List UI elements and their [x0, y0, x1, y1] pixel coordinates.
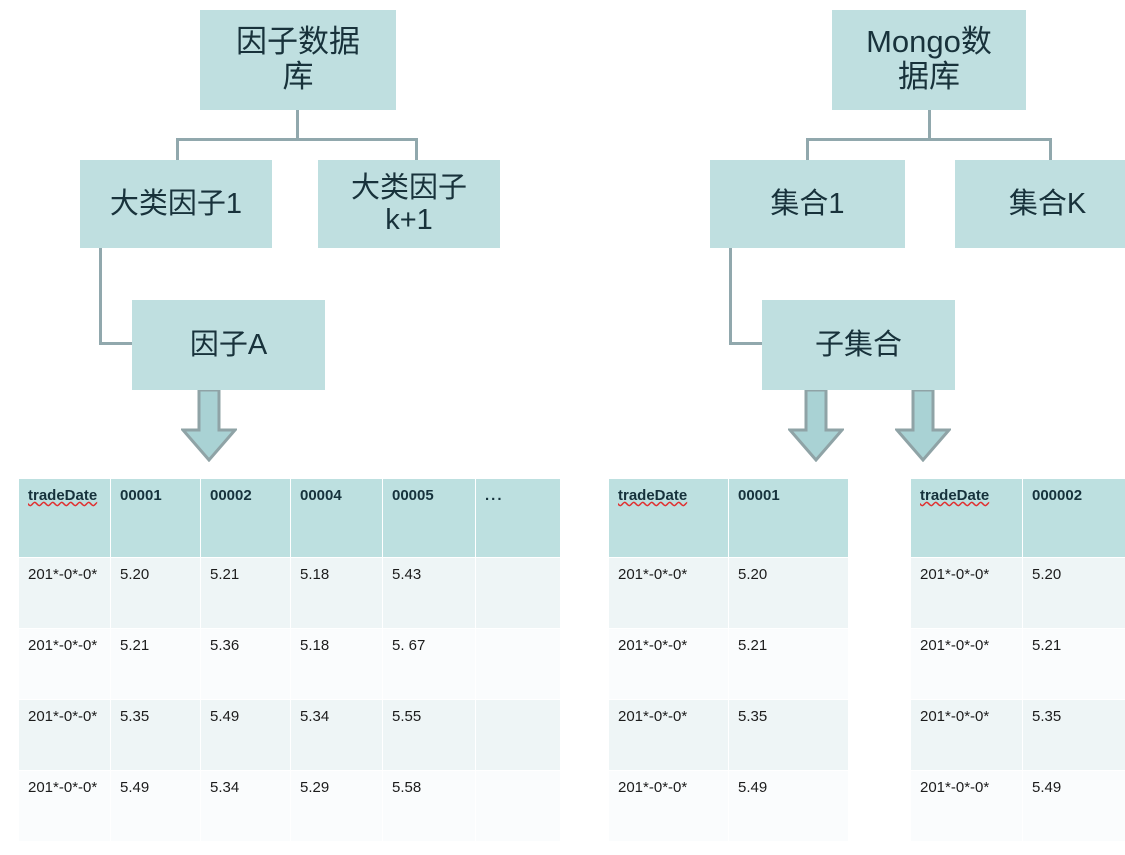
cell-value: 5.36 [200, 628, 291, 700]
cell-empty [475, 699, 561, 771]
cell-empty [475, 770, 561, 842]
cell-date: 201*-0*-0* [608, 628, 729, 700]
tradedate-label: tradeDate [28, 487, 98, 504]
cell-date: 201*-0*-0* [18, 628, 111, 700]
down-arrow-sub-collection-right [895, 390, 951, 462]
collection-1-box[interactable]: 集合1 [710, 160, 905, 248]
connector-right-leaf-horizontal [729, 342, 769, 345]
cell-date: 201*-0*-0* [910, 628, 1023, 700]
cell-value: 5.21 [110, 628, 201, 700]
connector-left-child2-drop [415, 138, 418, 162]
cell-date: 201*-0*-0* [18, 557, 111, 629]
connector-left-bus [176, 138, 418, 141]
cell-empty [475, 628, 561, 700]
column-header-tradedate: tradeDate [608, 478, 729, 558]
cell-date: 201*-0*-0* [910, 770, 1023, 842]
table-row: 201*-0*-0* 5.20 [608, 557, 849, 629]
cell-date: 201*-0*-0* [608, 770, 729, 842]
column-header-tradedate: tradeDate [18, 478, 111, 558]
cell-value: 5.49 [1022, 770, 1125, 842]
tradedate-label: tradeDate [618, 487, 688, 504]
connector-right-leaf-vertical [729, 248, 732, 345]
connector-left-leaf-vertical [99, 248, 102, 345]
mongo-database-box[interactable]: Mongo数 据库 [832, 10, 1026, 110]
table-row: 201*-0*-0* 5.21 [910, 628, 1125, 700]
table-row: 201*-0*-0* 5.35 [608, 699, 849, 771]
cell-value: 5.34 [290, 699, 383, 771]
column-header-more: ... [475, 478, 561, 558]
cell-value: 5.20 [110, 557, 201, 629]
collection-000002-table[interactable]: tradeDate 000002 201*-0*-0* 5.20 201*-0*… [910, 478, 1125, 842]
table-row: 201*-0*-0* 5.35 5.49 5.34 5.55 [18, 699, 561, 771]
connector-right-child2-drop [1049, 138, 1052, 162]
cell-value: 5.49 [200, 699, 291, 771]
table-row: 201*-0*-0* 5.49 5.34 5.29 5.58 [18, 770, 561, 842]
cell-value: 5.18 [290, 557, 383, 629]
cell-value: 5.35 [110, 699, 201, 771]
cell-date: 201*-0*-0* [18, 699, 111, 771]
cell-value: 5.29 [290, 770, 383, 842]
sub-collection-box[interactable]: 子集合 [762, 300, 955, 390]
cell-value: 5.55 [382, 699, 476, 771]
column-header-00004: 00004 [290, 478, 383, 558]
connector-left-child1-drop [176, 138, 179, 162]
table-row: 201*-0*-0* 5.21 5.36 5.18 5. 67 [18, 628, 561, 700]
table-row: 201*-0*-0* 5.20 [910, 557, 1125, 629]
cell-value: 5.34 [200, 770, 291, 842]
cell-value: 5.35 [1022, 699, 1125, 771]
table-header-row: tradeDate 00001 [608, 478, 849, 558]
cell-value: 5.21 [1022, 628, 1125, 700]
cell-value: 5.21 [728, 628, 849, 700]
factor-a-table[interactable]: tradeDate 00001 00002 00004 00005 ... 20… [18, 478, 561, 842]
table-row: 201*-0*-0* 5.49 [608, 770, 849, 842]
collection-00001-table[interactable]: tradeDate 00001 201*-0*-0* 5.20 201*-0*-… [608, 478, 849, 842]
column-header-00005: 00005 [382, 478, 476, 558]
cell-value: 5.20 [1022, 557, 1125, 629]
cell-date: 201*-0*-0* [608, 557, 729, 629]
tradedate-label: tradeDate [920, 487, 990, 504]
connector-right-root-stem [928, 110, 931, 140]
column-header-tradedate: tradeDate [910, 478, 1023, 558]
column-header-00002: 00002 [200, 478, 291, 558]
table-row: 201*-0*-0* 5.20 5.21 5.18 5.43 [18, 557, 561, 629]
cell-value: 5.21 [200, 557, 291, 629]
factor-database-box[interactable]: 因子数据 库 [200, 10, 396, 110]
category-factor-k1-box[interactable]: 大类因子 k+1 [318, 160, 500, 248]
table-header-row: tradeDate 00001 00002 00004 00005 ... [18, 478, 561, 558]
cell-empty [475, 557, 561, 629]
cell-value: 5. 67 [382, 628, 476, 700]
table-row: 201*-0*-0* 5.49 [910, 770, 1125, 842]
cell-value: 5.43 [382, 557, 476, 629]
down-arrow-factor-a [181, 390, 237, 462]
cell-value: 5.20 [728, 557, 849, 629]
cell-value: 5.18 [290, 628, 383, 700]
table-header-row: tradeDate 000002 [910, 478, 1125, 558]
table-row: 201*-0*-0* 5.35 [910, 699, 1125, 771]
connector-left-leaf-horizontal [99, 342, 139, 345]
column-header-00001: 00001 [728, 478, 849, 558]
factor-a-box[interactable]: 因子A [132, 300, 325, 390]
column-header-00001: 00001 [110, 478, 201, 558]
connector-left-root-stem [296, 110, 299, 140]
cell-date: 201*-0*-0* [910, 699, 1023, 771]
down-arrow-sub-collection-left [788, 390, 844, 462]
cell-value: 5.49 [110, 770, 201, 842]
connector-right-bus [806, 138, 1052, 141]
cell-date: 201*-0*-0* [18, 770, 111, 842]
cell-value: 5.58 [382, 770, 476, 842]
table-row: 201*-0*-0* 5.21 [608, 628, 849, 700]
cell-value: 5.35 [728, 699, 849, 771]
category-factor-1-box[interactable]: 大类因子1 [80, 160, 272, 248]
connector-right-child1-drop [806, 138, 809, 162]
cell-date: 201*-0*-0* [910, 557, 1023, 629]
collection-k-box[interactable]: 集合K [955, 160, 1125, 248]
cell-value: 5.49 [728, 770, 849, 842]
column-header-000002: 000002 [1022, 478, 1125, 558]
cell-date: 201*-0*-0* [608, 699, 729, 771]
